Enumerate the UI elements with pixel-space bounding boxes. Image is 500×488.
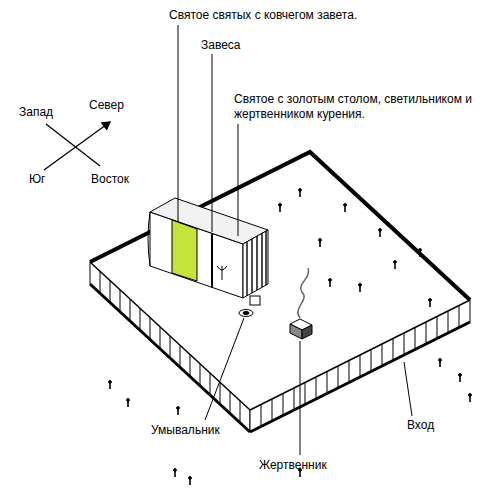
person-figure: [319, 239, 322, 247]
tent: [148, 198, 268, 298]
fence-post: [283, 394, 284, 416]
part-label: Жертвенник: [258, 458, 328, 473]
fence-post: [349, 361, 350, 383]
person-figure: [419, 249, 422, 257]
lampstand: [217, 266, 227, 280]
person-figure: [429, 299, 432, 307]
leader-line: [238, 124, 239, 236]
fence-post: [210, 373, 211, 395]
person-figure: [344, 204, 347, 212]
person-figure: [127, 399, 130, 407]
fence-post: [150, 318, 151, 340]
leader-line: [205, 318, 244, 420]
fence-post: [316, 377, 317, 399]
person-figure: [299, 189, 302, 197]
fence-post: [250, 410, 251, 432]
person-figure: [359, 284, 362, 292]
fence-post: [327, 372, 328, 394]
compass: [44, 122, 110, 170]
compass-line: [46, 124, 100, 166]
fence-post: [393, 339, 394, 361]
laver: [239, 310, 253, 317]
fence-post: [470, 300, 471, 322]
fence-post: [180, 345, 181, 367]
fence-post: [338, 366, 339, 388]
person-figure: [189, 477, 192, 485]
person-figure: [379, 229, 382, 237]
fence-post: [261, 405, 262, 427]
compass-label: Юг: [28, 172, 47, 187]
leader-lines: [178, 25, 412, 455]
fence-post: [448, 311, 449, 333]
person-figure: [394, 261, 397, 269]
fence-post: [160, 327, 161, 349]
fence-post: [360, 355, 361, 377]
fence-post: [404, 333, 405, 355]
person-figure: [459, 374, 462, 382]
holy-of-holies: [172, 220, 197, 281]
fence-post: [382, 344, 383, 366]
person-figure: [469, 394, 472, 402]
person-figure: [174, 469, 177, 477]
part-label: Умывальник: [150, 423, 221, 438]
person-figure: [279, 204, 282, 212]
fence-post: [240, 401, 241, 423]
front-fence: [90, 262, 470, 432]
fence-post: [426, 322, 427, 344]
leader-line: [300, 341, 301, 455]
fence-post: [220, 382, 221, 404]
back-fence: [90, 152, 470, 300]
fence-post: [120, 290, 121, 312]
part-label: Святое святых с ковчегом завета.: [168, 8, 358, 23]
fence-base: [90, 284, 250, 432]
tent-west-end: [148, 212, 150, 266]
tent-roof: [150, 198, 268, 244]
veil: [211, 234, 213, 288]
compass-arrow: [44, 122, 110, 170]
person-figure: [177, 407, 180, 415]
part-label: Завеса: [200, 38, 242, 53]
fence-post: [371, 350, 372, 372]
fence-post: [459, 306, 460, 328]
courtyard-ground: [90, 152, 470, 410]
fence-post: [272, 399, 273, 421]
person-figure: [329, 279, 332, 287]
person-figure: [439, 359, 442, 367]
fence-post: [100, 271, 101, 293]
fence-post: [170, 336, 171, 358]
leader-line: [212, 54, 213, 232]
leader-line: [404, 362, 412, 416]
tent-pillars: [247, 231, 266, 296]
compass-label: Восток: [90, 172, 130, 187]
compass-label: Север: [88, 98, 125, 113]
small-basin: [250, 296, 260, 305]
fence-cloth: [250, 300, 470, 432]
fence-post: [305, 383, 306, 405]
fence-post: [230, 392, 231, 414]
part-label: Святое с золотым столом, светильником и …: [233, 92, 480, 122]
part-label: Вход: [406, 418, 435, 433]
leader-line: [178, 25, 179, 222]
fence-post: [250, 410, 251, 432]
fence-post: [140, 308, 141, 330]
compass-label: Запад: [18, 105, 54, 120]
tent-east-end: [243, 230, 268, 298]
fence-post: [110, 281, 111, 303]
fence-post: [415, 328, 416, 350]
fence-post: [190, 355, 191, 377]
person-figure: [109, 381, 112, 389]
fence-post: [90, 262, 91, 284]
fence-post: [200, 364, 201, 386]
smoke: [298, 268, 309, 318]
fence-post: [130, 299, 131, 321]
fence-post: [437, 317, 438, 339]
altar: [290, 268, 312, 339]
fence-post: [294, 388, 295, 410]
people: [109, 189, 472, 485]
